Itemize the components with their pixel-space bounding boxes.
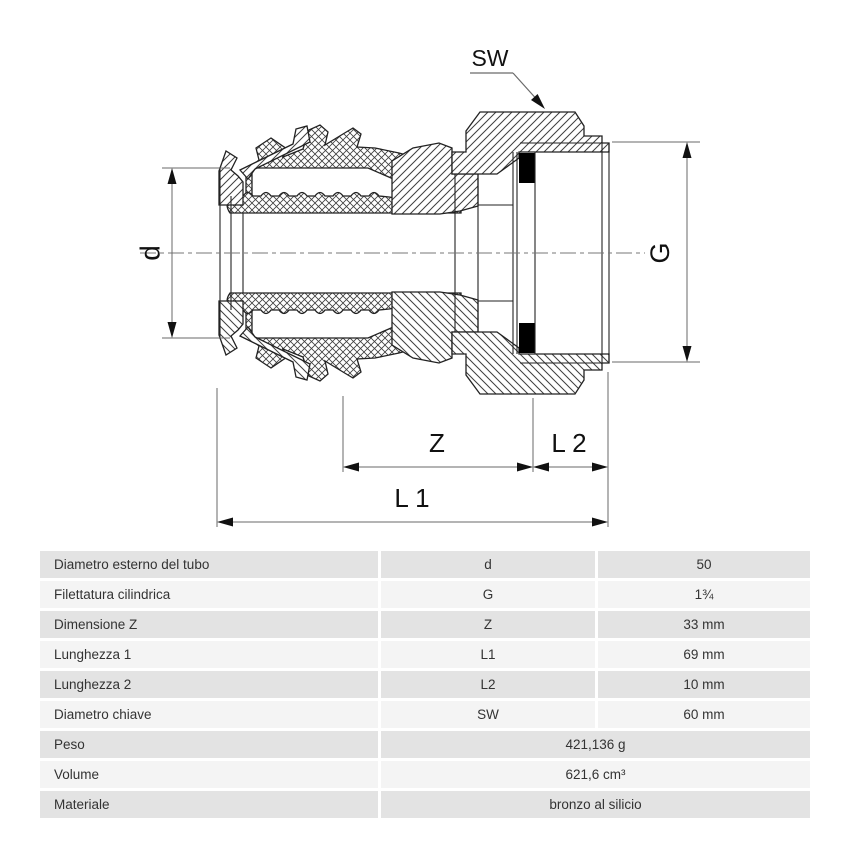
fitting-lower-half (218, 252, 610, 395)
spec-value: 69 mm (598, 641, 810, 668)
spec-label: Diametro chiave (40, 701, 378, 728)
dimension-d (162, 167, 230, 339)
spec-value: 10 mm (598, 671, 810, 698)
dimension-l2 (533, 462, 608, 472)
spec-symbol: SW (381, 701, 595, 728)
dimension-g (612, 141, 700, 363)
l2-dimension-label: L 2 (551, 428, 586, 458)
d-dimension-label: d (134, 245, 165, 261)
spec-value: 1¾ (598, 581, 810, 608)
dimension-l1 (217, 517, 608, 527)
spec-symbol: L1 (381, 641, 595, 668)
spec-label: Filettatura cilindrica (40, 581, 378, 608)
spec-value: 33 mm (598, 611, 810, 638)
spec-label: Lunghezza 2 (40, 671, 378, 698)
spec-label: Volume (40, 761, 378, 788)
clamp-ring-tooth (238, 125, 311, 181)
fitting-cross-section: d G SW Z L 2 L 1 (134, 45, 700, 527)
spec-value: 421,136 g (381, 731, 810, 758)
spec-value: 50 (598, 551, 810, 578)
sw-dimension-label: SW (471, 45, 508, 71)
spec-label: Diametro esterno del tubo (40, 551, 378, 578)
technical-drawing: d G SW Z L 2 L 1 (134, 45, 700, 527)
section-lines (219, 142, 610, 253)
spec-label: Materiale (40, 791, 378, 818)
z-dimension-label: Z (429, 428, 445, 458)
g-dimension-label: G (645, 242, 675, 263)
spec-value: 60 mm (598, 701, 810, 728)
spec-label: Peso (40, 731, 378, 758)
gasket-seal (519, 153, 535, 183)
spec-symbol: L2 (381, 671, 595, 698)
dimension-extension-lines (216, 372, 609, 527)
spec-label: Dimensione Z (40, 611, 378, 638)
spec-symbol: Z (381, 611, 595, 638)
spec-symbol: d (381, 551, 595, 578)
l1-dimension-label: L 1 (394, 483, 429, 513)
clamp-ring (218, 150, 244, 206)
spec-symbol: G (381, 581, 595, 608)
sw-leader (470, 72, 541, 104)
spec-value: bronzo al silicio (381, 791, 810, 818)
spec-value: 621,6 cm³ (381, 761, 810, 788)
dimension-z (343, 462, 533, 472)
sw-arrowhead (531, 94, 545, 109)
spec-label: Lunghezza 1 (40, 641, 378, 668)
fitting-upper-half (218, 111, 610, 253)
